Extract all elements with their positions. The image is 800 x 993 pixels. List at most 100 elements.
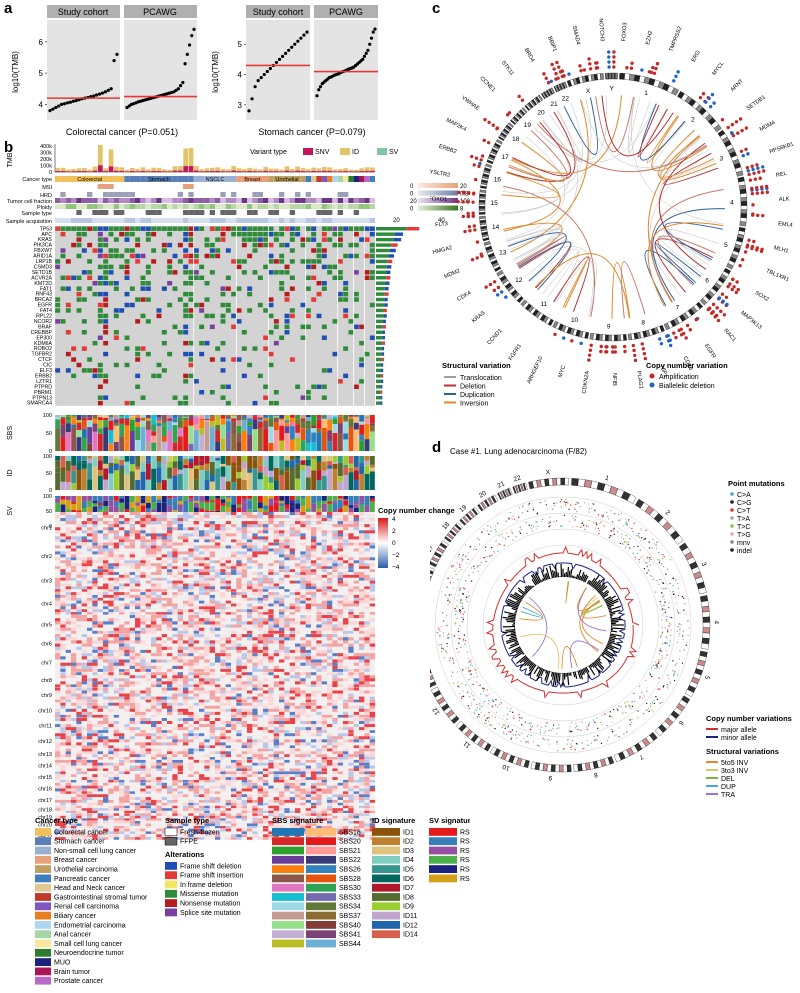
alteration-cell [364,351,370,357]
cn-cell [273,646,280,651]
cn-cell [327,580,333,584]
cn-cell [231,600,237,604]
alteration-cell [273,259,279,264]
ploidy-cell [311,204,317,209]
cn-cell [92,643,98,647]
cn-cell [268,577,274,581]
cancer-type-cell [97,176,103,182]
cn-cell [55,515,61,519]
cn-cell [193,603,200,607]
cn-cell [289,574,296,578]
tumor-fraction-cell [65,198,71,203]
gene-freq-bar [381,346,385,351]
ploidy-cell [332,204,338,209]
cn-cell [241,606,248,610]
cn-cell [327,594,333,598]
cn-cell [252,580,258,584]
panel-a-left: Study cohort PCAWG log10(TMB) 456 Colore… [11,5,197,137]
signature-segment [119,456,125,460]
cn-cell [199,586,205,590]
data-point [109,87,113,91]
tmb-bar-id [124,169,130,172]
cn-cell [177,597,184,601]
cn-cell [337,594,344,598]
cn-cell [188,530,194,534]
cn-cell [220,545,226,549]
cn-cell [220,542,226,546]
signature-segment [252,415,258,416]
cn-cell [92,634,98,638]
tmb-bar-snv [76,171,82,172]
cn-cell [119,589,125,593]
cn-cell [124,630,130,635]
tumor-fraction-cell [268,198,274,203]
cn-cell [263,545,269,549]
cn-cell [135,649,141,654]
cn-cell [145,515,152,519]
cn-cell [353,542,360,546]
signature-segment [300,470,306,490]
gene-freq-bar [384,286,389,291]
cn-cell [113,518,120,522]
cn-cell [60,533,66,537]
cn-cell [188,634,194,638]
alteration-cell [241,259,247,264]
cn-cell [60,597,66,601]
cn-cell [263,580,269,584]
signature-segment [295,437,301,451]
signature-segment [188,501,194,513]
signature-segment [263,465,269,476]
alteration-cell [220,286,226,291]
cn-cell [103,627,109,631]
cn-cell [172,627,178,631]
cn-cell [87,589,93,593]
cn-cell [135,524,141,528]
signature-segment [108,466,114,474]
alteration-cell [167,259,173,264]
signature-segment [71,465,77,471]
cn-cell [284,627,290,631]
signature-segment [369,431,375,438]
cancer-type-cell [183,176,189,182]
data-point [97,92,102,96]
cn-cell [204,609,210,613]
cn-cell [220,640,226,644]
cn-cell [188,515,194,519]
alteration-cell [343,346,349,351]
tumor-fraction-cell [199,198,205,203]
cn-cell [55,539,61,543]
sample-acquisition-cell [161,218,167,223]
signature-segment [65,420,71,424]
signature-segment [263,420,269,429]
cn-cell [284,589,290,593]
cn-cell [76,586,82,590]
cn-cell [220,577,226,581]
cn-cell [140,533,146,537]
alteration-cell [220,302,226,308]
alteration-cell [103,259,109,264]
signature-segment [289,459,295,461]
cn-cell [188,521,194,525]
cn-cell [353,603,360,607]
signature-segment [193,456,199,466]
cn-cell [316,649,322,654]
cn-cell [231,649,237,654]
alteration-cell [337,231,343,237]
cn-cell [241,656,248,660]
signature-segment [279,456,285,461]
alteration-cell [87,270,93,275]
cn-cell [108,646,114,651]
signature-segment [97,417,103,420]
cn-cell [124,597,130,601]
cn-cell [156,589,162,593]
tmb-bar-id [135,169,141,172]
cn-cell [284,518,290,522]
cn-cell [108,594,114,598]
cn-cell [81,653,88,657]
cn-cell [140,569,146,573]
cn-cell [220,621,226,625]
cn-cell [327,524,333,528]
cn-cell [241,539,248,543]
tmb-bar-id [311,167,317,171]
cn-cell [343,646,349,651]
